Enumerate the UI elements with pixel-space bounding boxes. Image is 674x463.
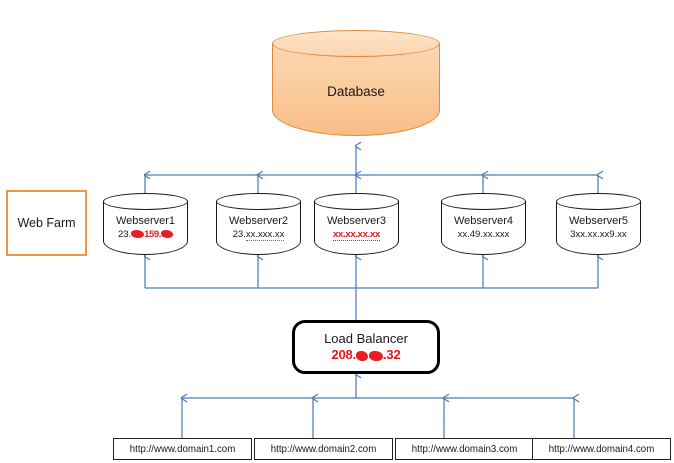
server-cylinder-body xyxy=(216,201,301,255)
server-ip-label: 3xx.xx.xx9.xx xyxy=(570,229,627,240)
load-balancer-ip: 208..32 xyxy=(331,347,401,362)
server-cylinder-body xyxy=(556,201,641,255)
server-cylinder-top xyxy=(314,193,399,210)
server-node-5[interactable]: Webserver5 3xx.xx.xx9.xx xyxy=(556,193,641,255)
domain-url-label: http://www.domain4.com xyxy=(548,443,655,455)
domain-url-label: http://www.domain1.com xyxy=(129,443,236,455)
server-name-label: Webserver1 xyxy=(115,215,176,227)
server-cylinder-body xyxy=(103,201,188,255)
server-name-label: Webserver5 xyxy=(568,215,629,227)
web-farm-label: Web Farm xyxy=(17,216,76,230)
server-cylinder-top xyxy=(441,193,526,210)
web-farm-box[interactable]: Web Farm xyxy=(6,190,87,256)
server-ip-label: xx.xx.xx.xx xyxy=(333,229,380,241)
server-name-label: Webserver2 xyxy=(228,215,289,227)
database-cylinder-body xyxy=(272,43,440,136)
database-node[interactable]: Database xyxy=(272,30,440,136)
server-cylinder-body xyxy=(441,201,526,255)
server-cylinder-body xyxy=(314,201,399,255)
domain-box-2[interactable]: http://www.domain2.com xyxy=(254,438,393,460)
server-node-3[interactable]: Webserver3 xx.xx.xx.xx xyxy=(314,193,399,255)
domain-url-label: http://www.domain3.com xyxy=(411,443,518,455)
database-cylinder-top xyxy=(272,30,440,57)
server-cylinder-top xyxy=(103,193,188,210)
server-ip-label: xx.49.xx.xxx xyxy=(457,229,510,240)
server-node-4[interactable]: Webserver4 xx.49.xx.xxx xyxy=(441,193,526,255)
domain-url-label: http://www.domain2.com xyxy=(270,443,377,455)
domain-box-4[interactable]: http://www.domain4.com xyxy=(532,438,671,460)
server-name-label: Webserver3 xyxy=(326,215,387,227)
server-ip-label: 23.159. xyxy=(103,229,188,240)
server-cylinder-top xyxy=(216,193,301,210)
server-node-1[interactable]: Webserver1 23.159. xyxy=(103,193,188,255)
domain-box-1[interactable]: http://www.domain1.com xyxy=(113,438,252,460)
server-cylinder-top xyxy=(556,193,641,210)
server-node-2[interactable]: Webserver2 23.xx.xxx.xx xyxy=(216,193,301,255)
load-balancer-label: Load Balancer xyxy=(324,330,408,346)
load-balancer-node[interactable]: Load Balancer 208..32 xyxy=(292,320,440,374)
database-label: Database xyxy=(327,84,385,99)
server-name-label: Webserver4 xyxy=(453,215,514,227)
domain-box-3[interactable]: http://www.domain3.com xyxy=(395,438,534,460)
server-ip-label: 23.xx.xxx.xx xyxy=(232,229,285,241)
